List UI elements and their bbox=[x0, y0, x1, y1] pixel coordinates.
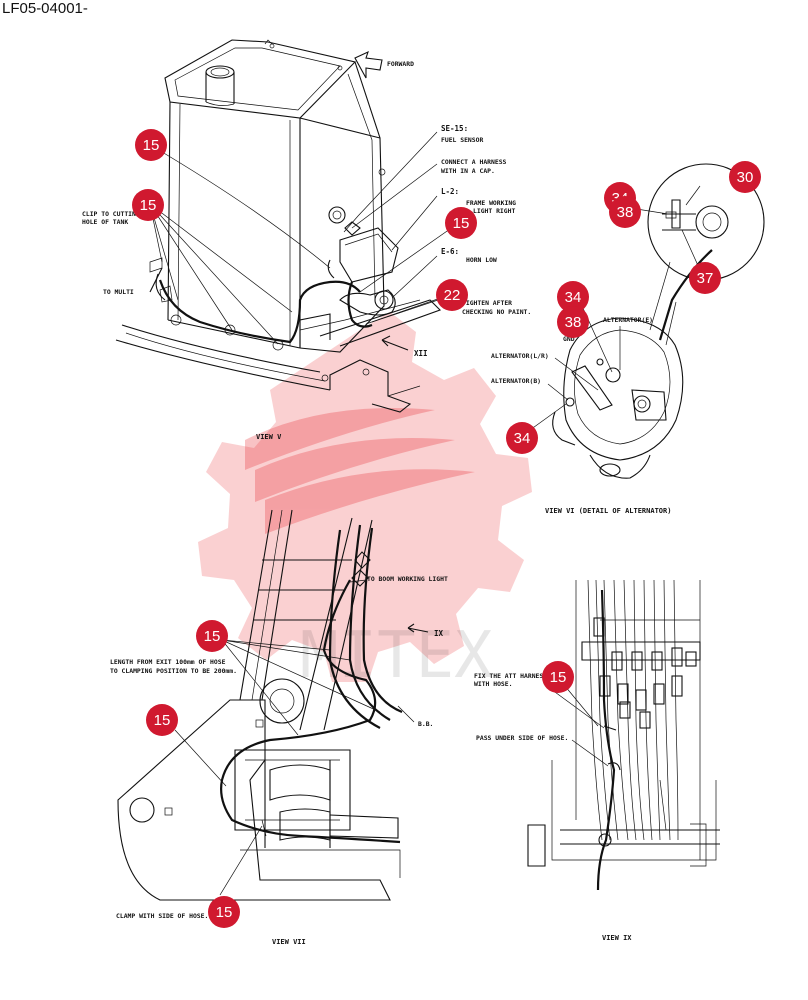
e6-code: E-6: bbox=[441, 247, 459, 256]
se15-name: FUEL SENSOR bbox=[441, 136, 483, 144]
callout-marker-circle bbox=[729, 161, 761, 193]
forward-arrow-icon bbox=[354, 50, 383, 79]
callout-marker-number: 15 bbox=[216, 904, 233, 921]
fix-note-1: FIX THE ATT HARNESS bbox=[474, 672, 547, 680]
watermark-text: MITEX bbox=[300, 619, 493, 693]
callout-marker-circle bbox=[609, 196, 641, 228]
view-v-labels: SE-15: FUEL SENSOR CONNECT A HARNESS WIT… bbox=[82, 124, 531, 441]
cap-note-1: CONNECT A HARNESS bbox=[441, 158, 507, 166]
callout-marker-circle bbox=[146, 704, 178, 736]
l2-code: L-2: bbox=[441, 187, 459, 196]
view-v-leaders bbox=[149, 131, 461, 345]
fuel-tank-drawing bbox=[115, 39, 442, 413]
view-v-title: VIEW V bbox=[256, 433, 282, 441]
callout-marker-number: 34 bbox=[565, 289, 582, 306]
callout-marker-circle bbox=[689, 262, 721, 294]
xii-arrow-icon bbox=[381, 335, 409, 351]
clamp-note: CLAMP WITH SIDE OF HOSE. bbox=[116, 912, 208, 920]
callout-marker-15: 15 bbox=[146, 704, 178, 736]
alternator-drawing bbox=[552, 249, 713, 479]
clip-note-2: HOLE OF TANK bbox=[82, 218, 128, 226]
to-boom-label: TO BOOM WORKING LIGHT bbox=[367, 575, 448, 583]
to-multi-label: TO MULTI bbox=[103, 288, 134, 296]
callout-marker-number: 34 bbox=[514, 430, 531, 447]
clip-note-1: CLIP TO CUTTING bbox=[82, 210, 140, 218]
l2-name-1: FRAME WORKING bbox=[466, 199, 516, 207]
view-vii-leaders bbox=[174, 579, 415, 896]
callout-marker-number: 38 bbox=[617, 204, 634, 221]
callout-marker-number: 15 bbox=[154, 712, 171, 729]
callout-marker-15: 15 bbox=[135, 129, 167, 161]
callout-marker-number: 15 bbox=[453, 215, 470, 232]
view-ix-labels: FIX THE ATT HARNESS WITH HOSE. PASS UNDE… bbox=[474, 672, 632, 942]
callout-marker-circle bbox=[135, 129, 167, 161]
cap-note-2: WITH IN A CAP. bbox=[441, 167, 495, 175]
tighten-note-1: TIGHTEN AFTER bbox=[462, 299, 512, 307]
callout-marker-circle bbox=[436, 279, 468, 311]
view-vi-labels: ALTERNATOR(E) GND ALTERNATOR(L/R) ALTERN… bbox=[491, 316, 671, 515]
callout-marker-38: 38 bbox=[557, 306, 589, 338]
callout-marker-15: 15 bbox=[132, 189, 164, 221]
callout-marker-15: 15 bbox=[196, 620, 228, 652]
view-ix-title: VIEW IX bbox=[602, 934, 632, 942]
document-id: LF05-04001- bbox=[2, 0, 88, 17]
callout-marker-number: 15 bbox=[204, 628, 221, 645]
callout-marker-34: 34 bbox=[557, 281, 589, 313]
callout-marker-15: 15 bbox=[208, 896, 240, 928]
l2-name-2: LIGHT RIGHT bbox=[473, 207, 515, 215]
callout-marker-circle bbox=[132, 189, 164, 221]
pass-note: PASS UNDER SIDE OF HOSE. bbox=[476, 734, 568, 742]
callout-marker-circle bbox=[196, 620, 228, 652]
view-vi-title: VIEW VI (DETAIL OF ALTERNATOR) bbox=[545, 507, 671, 515]
callout-marker-number: 22 bbox=[444, 287, 461, 304]
callout-marker-number: 30 bbox=[737, 169, 754, 186]
callout-marker-37: 37 bbox=[689, 262, 721, 294]
callout-marker-circle bbox=[445, 207, 477, 239]
forward-label: FORWARD bbox=[387, 60, 414, 68]
se15-code: SE-15: bbox=[441, 124, 468, 133]
alt-lr-label: ALTERNATOR(L/R) bbox=[491, 352, 549, 360]
callout-marker-circle bbox=[506, 422, 538, 454]
callout-marker-34: 34 bbox=[506, 422, 538, 454]
view-vii-title: VIEW VII bbox=[272, 938, 306, 946]
length-note-1: LENGTH FROM EXIT 100mm OF HOSE bbox=[110, 658, 226, 666]
callout-marker-number: 37 bbox=[697, 270, 714, 287]
view-vii-labels: TO BOOM WORKING LIGHT IX LENGTH FROM EXI… bbox=[110, 575, 448, 946]
ix-arrow-label: IX bbox=[434, 629, 444, 638]
callout-marker-30: 30 bbox=[729, 161, 761, 193]
callout-marker-number: 15 bbox=[140, 197, 157, 214]
length-note-2: TO CLAMPING POSITION TO BE 200mm. bbox=[110, 667, 237, 675]
hoses-drawing bbox=[527, 579, 720, 891]
fix-note-2: WITH HOSE. bbox=[474, 680, 512, 688]
alt-e-label: ALTERNATOR(E) bbox=[603, 316, 653, 324]
callout-marker-15: 15 bbox=[542, 661, 574, 693]
callout-marker-38: 38 bbox=[609, 196, 641, 228]
callout-marker-number: 15 bbox=[550, 669, 567, 686]
callout-marker-15: 15 bbox=[445, 207, 477, 239]
ix-arrow-icon bbox=[407, 623, 429, 633]
xii-label: XII bbox=[414, 349, 428, 358]
callout-marker-circle bbox=[208, 896, 240, 928]
callout-marker-22: 22 bbox=[436, 279, 468, 311]
tighten-note-2: CHECKING NO PAINT. bbox=[462, 308, 531, 316]
bb-label: B.B. bbox=[418, 720, 433, 728]
callout-marker-number: 15 bbox=[143, 137, 160, 154]
alt-b-label: ALTERNATOR(B) bbox=[491, 377, 541, 385]
gnd-label: GND bbox=[563, 335, 575, 343]
boom-drawing bbox=[117, 509, 403, 901]
watermark-swoosh bbox=[245, 408, 475, 534]
callout-marker-number: 38 bbox=[565, 314, 582, 331]
callout-marker-circle bbox=[557, 306, 589, 338]
callout-marker-circle bbox=[557, 281, 589, 313]
callout-marker-circle bbox=[542, 661, 574, 693]
e6-name: HORN LOW bbox=[466, 256, 497, 264]
callout-markers: 151515223438343034383715151515 bbox=[132, 129, 761, 928]
